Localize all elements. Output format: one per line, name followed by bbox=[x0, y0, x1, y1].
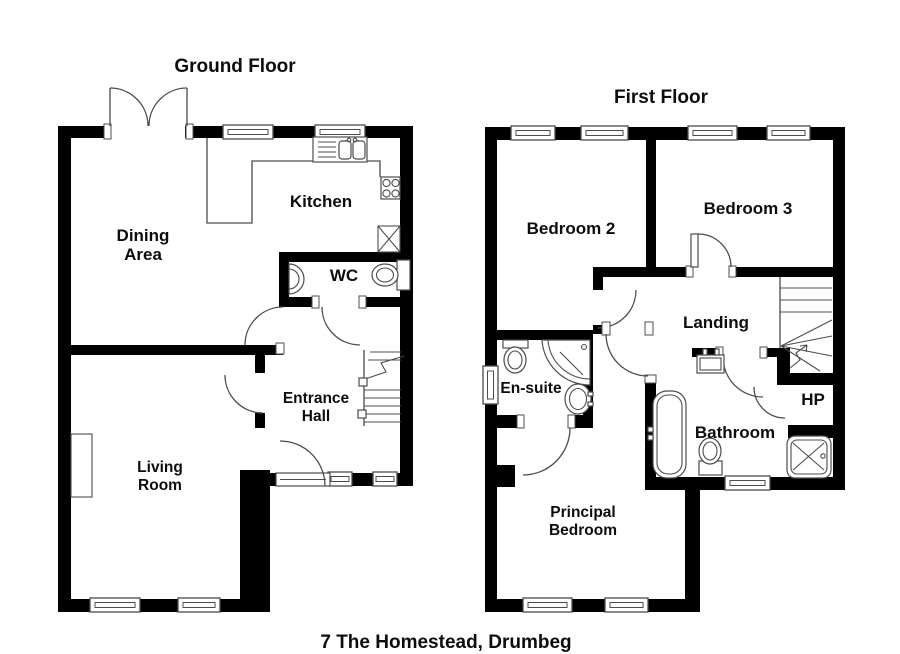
principal-bedroom-door bbox=[601, 321, 657, 384]
ensuite-basin-icon bbox=[564, 383, 594, 415]
kitchen-units bbox=[206, 136, 401, 253]
address-caption: 7 The Homestead, Drumbeg bbox=[320, 632, 571, 653]
window bbox=[177, 597, 221, 613]
staircase bbox=[357, 350, 405, 426]
bedroom3-door bbox=[685, 233, 737, 278]
kitchen-unit-icon bbox=[377, 225, 401, 253]
dining-area-label-line1: Dining bbox=[117, 226, 170, 245]
living-room-label-line2: Room bbox=[138, 477, 182, 494]
wc-basin-icon bbox=[288, 263, 305, 295]
window bbox=[766, 125, 811, 141]
first-floor-windows bbox=[482, 125, 811, 613]
ground-floor-plan: Ground Floor bbox=[58, 56, 413, 613]
window bbox=[604, 597, 649, 613]
window bbox=[687, 125, 738, 141]
front-door bbox=[275, 440, 331, 487]
living-room-door bbox=[224, 374, 264, 414]
kitchen-sink-icon bbox=[312, 136, 368, 163]
dining-area-label-line2: Area bbox=[124, 245, 162, 264]
principal-bedroom-label-line2: Bedroom bbox=[549, 522, 617, 539]
ground-floor-walls bbox=[58, 126, 413, 612]
kitchen-label: Kitchen bbox=[290, 192, 352, 211]
window bbox=[724, 475, 771, 491]
bathtub-icon bbox=[647, 390, 687, 479]
living-room-recess bbox=[70, 433, 93, 498]
ensuite-door bbox=[516, 414, 576, 476]
hob-icon bbox=[380, 176, 401, 200]
staircase-first-floor bbox=[779, 277, 833, 372]
ground-floor-labels: Dining Area Kitchen WC Entrance Hall Liv… bbox=[117, 192, 359, 494]
first-floor-plan: First Floor bbox=[482, 87, 845, 613]
bathroom-label: Bathroom bbox=[695, 423, 775, 442]
bedroom2-label: Bedroom 2 bbox=[527, 219, 616, 238]
window bbox=[510, 125, 556, 141]
ensuite-shower-icon bbox=[541, 339, 591, 386]
shower-icon bbox=[786, 435, 832, 479]
living-room-label-line1: Living bbox=[137, 459, 183, 476]
wc-label: WC bbox=[330, 266, 358, 285]
entrance-hall-label-line1: Entrance bbox=[283, 390, 350, 407]
window bbox=[327, 471, 353, 487]
window bbox=[89, 597, 141, 613]
window bbox=[482, 365, 499, 405]
dining-hall-door bbox=[244, 306, 285, 355]
ensuite-toilet-icon bbox=[502, 339, 529, 374]
wc-door bbox=[311, 295, 367, 346]
ground-floor-title: Ground Floor bbox=[174, 56, 296, 77]
french-doors bbox=[103, 87, 194, 140]
first-floor-labels: Bedroom 2 Bedroom 3 Landing En-suite HP … bbox=[500, 199, 824, 539]
hp-door bbox=[753, 386, 786, 419]
bedroom3-label: Bedroom 3 bbox=[704, 199, 793, 218]
window bbox=[580, 125, 629, 141]
entrance-hall-label-line2: Hall bbox=[302, 408, 330, 425]
window bbox=[522, 597, 573, 613]
landing-label: Landing bbox=[683, 313, 749, 332]
window bbox=[372, 471, 398, 487]
window bbox=[222, 124, 274, 140]
hp-label: HP bbox=[801, 390, 825, 409]
principal-bedroom-label-line1: Principal bbox=[550, 504, 615, 521]
first-floor-walls bbox=[485, 127, 845, 612]
wc-toilet-icon bbox=[371, 259, 411, 291]
bathroom-sink-icon bbox=[696, 348, 725, 374]
bathroom-toilet-icon bbox=[698, 437, 723, 476]
first-floor-title: First Floor bbox=[614, 87, 709, 108]
ensuite-label: En-suite bbox=[500, 380, 562, 397]
ground-floor-windows bbox=[89, 124, 398, 613]
